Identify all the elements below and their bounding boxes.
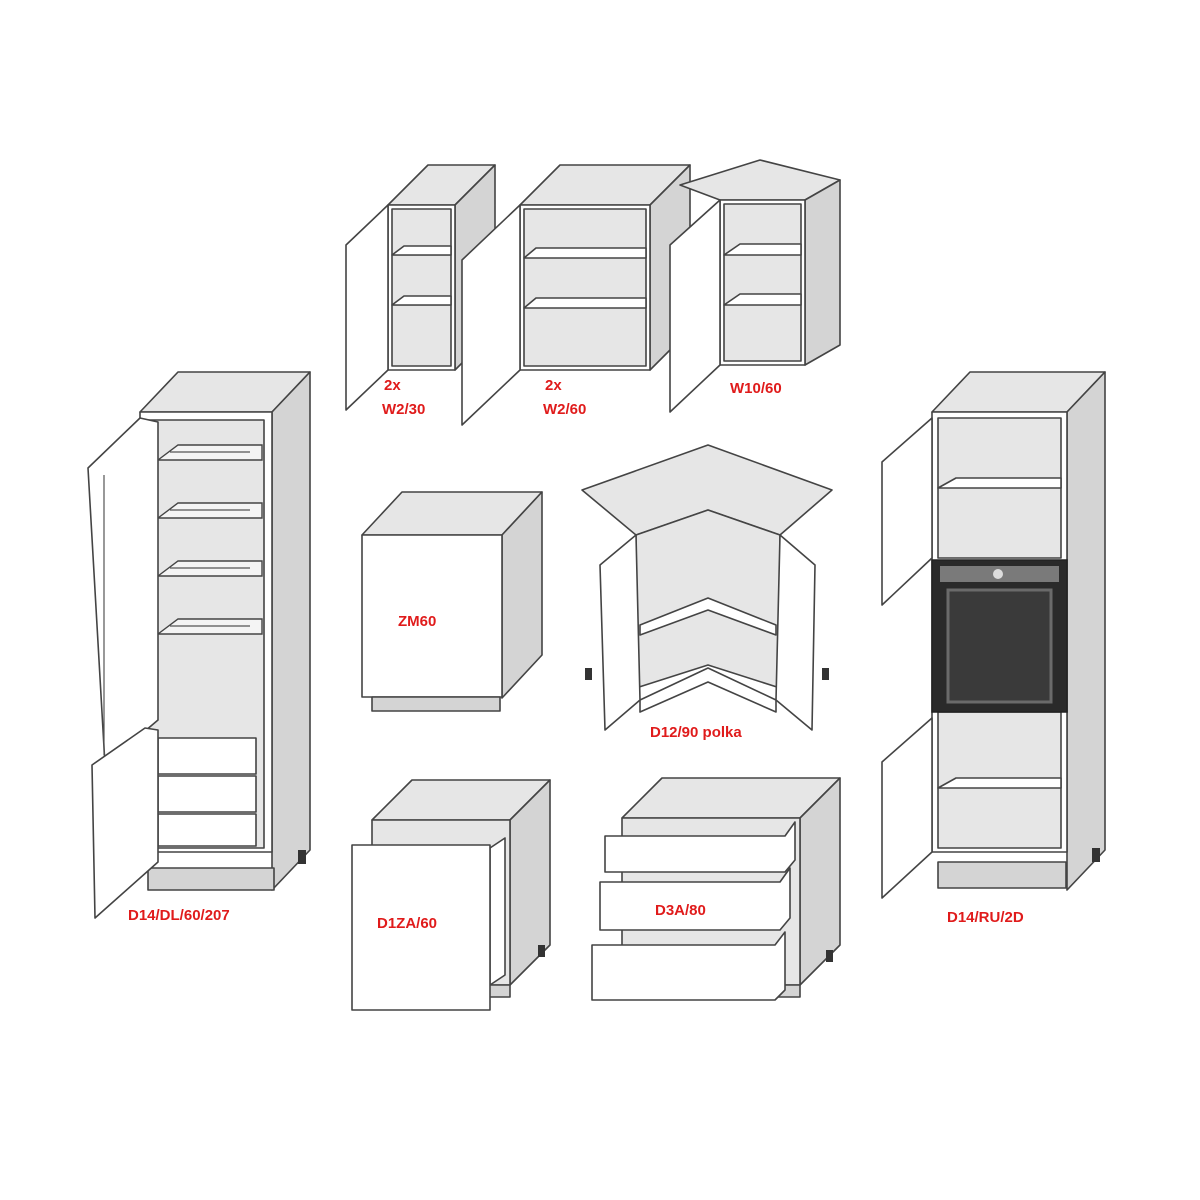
label-zm60: ZM60 [398, 613, 436, 630]
cabinet-zm60 [361, 491, 543, 712]
label-w2-60-code: W2/60 [543, 401, 586, 418]
label-d12-90: D12/90 polka [650, 724, 742, 741]
cabinet-d14-ru [881, 371, 1106, 899]
label-d14-ru: D14/RU/2D [947, 909, 1024, 926]
cabinet-w2-60 [461, 164, 691, 426]
label-d1za: D1ZA/60 [377, 915, 437, 932]
label-d14-dl: D14/DL/60/207 [128, 907, 230, 924]
label-w10-60: W10/60 [730, 380, 782, 397]
cabinet-d12-90 [581, 444, 833, 731]
wire-shelves [155, 444, 263, 635]
label-w2-30-qty: 2x [384, 377, 401, 394]
cabinet-w10-60 [669, 159, 841, 413]
label-w2-30-code: W2/30 [382, 401, 425, 418]
cabinet-d14-dl [87, 371, 311, 919]
cabinet-d3a [591, 777, 841, 1001]
label-d3a: D3A/80 [655, 902, 706, 919]
label-w2-60-qty: 2x [545, 377, 562, 394]
cabinet-d1za [351, 779, 551, 1011]
